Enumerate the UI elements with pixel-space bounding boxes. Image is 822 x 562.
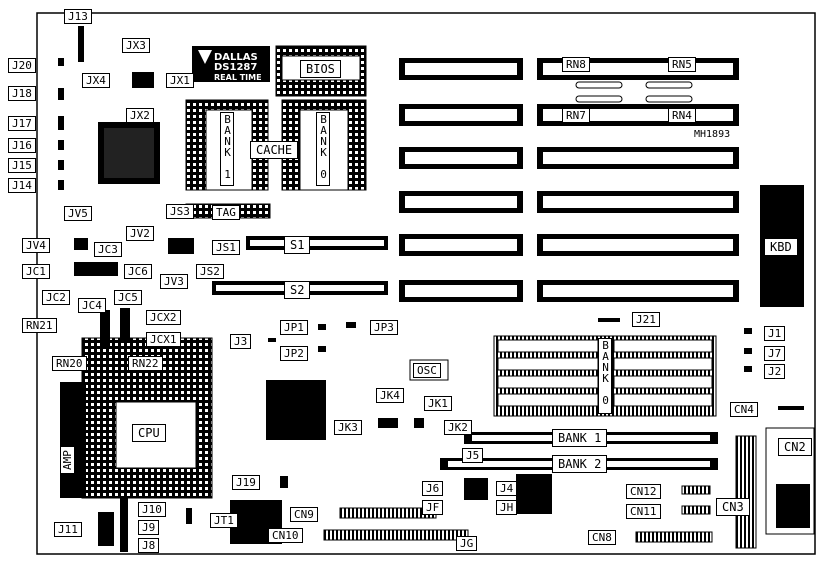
label-jf: JF: [422, 500, 444, 515]
label-jx3: JX3: [122, 38, 150, 53]
label-jx4: JX4: [82, 73, 110, 88]
label-j1: J1: [764, 326, 786, 341]
label-js1: JS1: [212, 240, 240, 255]
label-js3: JS3: [166, 204, 194, 219]
label-jv5: JV5: [64, 206, 92, 221]
label-cn10: CN10: [268, 528, 303, 543]
label-jc3: JC3: [94, 242, 122, 257]
label-j11: J11: [54, 522, 82, 537]
label-j21: J21: [632, 312, 660, 327]
label-j8: J8: [138, 538, 160, 553]
label-j5: J5: [462, 448, 484, 463]
label-j7: J7: [764, 346, 786, 361]
label-j20: J20: [8, 58, 36, 73]
label-s1: S1: [284, 236, 311, 254]
label-jv4: JV4: [22, 238, 50, 253]
label-jk3: JK3: [334, 420, 362, 435]
label-j6: J6: [422, 481, 444, 496]
label-cn3: CN3: [716, 498, 750, 516]
label-rn7: RN7: [562, 108, 590, 123]
label-jx1: JX1: [166, 73, 194, 88]
label-j10: J10: [138, 502, 166, 517]
label-jk2: JK2: [444, 420, 472, 435]
label-j13: J13: [64, 9, 92, 24]
label-cn4: CN4: [730, 402, 758, 417]
dallas-line1: DALLAS: [214, 52, 258, 63]
label-cache-bank0: BANK 0: [316, 112, 330, 186]
label-jc4: JC4: [78, 298, 106, 313]
label-tag: TAG: [212, 205, 240, 220]
label-rn22: RN22: [128, 356, 163, 371]
label-cache: CACHE: [250, 141, 299, 159]
label-jh: JH: [496, 500, 518, 515]
label-jcx2: JCX2: [146, 310, 181, 325]
label-kbd: KBD: [764, 238, 798, 256]
label-osc: OSC: [413, 363, 441, 378]
label-jk1: JK1: [424, 396, 452, 411]
label-jv3: JV3: [160, 274, 188, 289]
label-j18: J18: [8, 86, 36, 101]
label-rn5: RN5: [668, 57, 696, 72]
label-j3: J3: [230, 334, 252, 349]
label-amp: AMP: [60, 446, 75, 474]
label-simm-bank0: BANK 0: [598, 338, 612, 414]
label-js2: JS2: [196, 264, 224, 279]
label-bios: BIOS: [300, 60, 341, 78]
label-rn20: RN20: [52, 356, 87, 371]
label-jc6: JC6: [124, 264, 152, 279]
label-jp1: JP1: [280, 320, 308, 335]
label-jp3: JP3: [370, 320, 398, 335]
label-cn9: CN9: [290, 507, 318, 522]
label-jt1: JT1: [210, 513, 238, 528]
label-jc5: JC5: [114, 290, 142, 305]
dallas-line2: DS1287: [214, 62, 258, 73]
label-cn8: CN8: [588, 530, 616, 545]
label-s2: S2: [284, 281, 311, 299]
label-cn12: CN12: [626, 484, 661, 499]
dallas-line3: REAL TIME: [214, 73, 262, 82]
label-jcx1: JCX1: [146, 332, 181, 347]
label-rn21: RN21: [22, 318, 57, 333]
label-jk4: JK4: [376, 388, 404, 403]
label-jx2: JX2: [126, 108, 154, 123]
label-bank1-slot: BANK 1: [552, 429, 608, 447]
label-jc1: JC1: [22, 264, 50, 279]
label-jc2: JC2: [42, 290, 70, 305]
label-j19: J19: [232, 475, 260, 490]
label-j9: J9: [138, 520, 160, 535]
label-rn8: RN8: [562, 57, 590, 72]
label-j4: J4: [496, 481, 518, 496]
label-bank2-slot: BANK 2: [552, 455, 608, 473]
label-j16: J16: [8, 138, 36, 153]
label-j17: J17: [8, 116, 36, 131]
label-cn2: CN2: [778, 438, 812, 456]
label-cache-bank1: BANK 1: [220, 112, 234, 186]
label-j14: J14: [8, 178, 36, 193]
label-j2: J2: [764, 364, 786, 379]
label-cn11: CN11: [626, 504, 661, 519]
label-rn4: RN4: [668, 108, 696, 123]
chipset-middle: [266, 380, 326, 440]
label-jg: JG: [456, 536, 478, 551]
label-j15: J15: [8, 158, 36, 173]
label-cpu: CPU: [132, 424, 166, 442]
label-jv2: JV2: [126, 226, 154, 241]
label-jp2: JP2: [280, 346, 308, 361]
board-id: MH1893: [694, 129, 731, 140]
